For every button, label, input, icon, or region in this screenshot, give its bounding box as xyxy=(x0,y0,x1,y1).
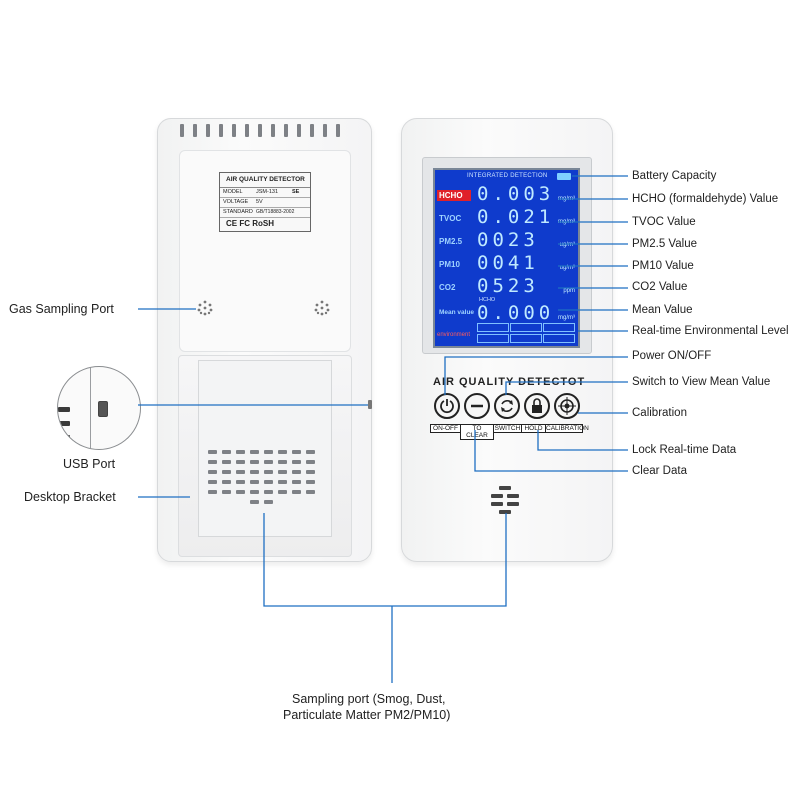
label-desktop-bracket: Desktop Bracket xyxy=(24,490,116,504)
lcd-header: INTEGRATED DETECTION xyxy=(467,173,548,179)
lcd-row-value: 0.000 xyxy=(477,302,555,324)
label-hcho-value: HCHO (formaldehyde) Value xyxy=(632,193,779,205)
minus-icon xyxy=(471,404,483,408)
gas-port-left xyxy=(196,299,214,317)
label-clear: Clear Data xyxy=(632,465,687,477)
lcd-row-name: PM2.5 xyxy=(439,237,463,246)
label-sampling-port-line1: Sampling port (Smog, Dust, xyxy=(292,692,446,706)
lock-icon xyxy=(532,398,542,413)
lcd-row-unit: mg/m³ xyxy=(558,315,575,321)
nameplate: AIR QUALITY DETECTOR MODEL JSM-131 SE VO… xyxy=(219,172,311,232)
lcd-row-value: 0523 xyxy=(477,275,539,297)
calibration-button[interactable] xyxy=(554,393,580,419)
lcd-row-unit: ug/m³ xyxy=(559,265,575,271)
label-switch-mean: Switch to View Mean Value xyxy=(632,376,771,388)
lcd-row-value: 0.003 xyxy=(477,183,555,205)
usb-port-marker xyxy=(368,400,372,409)
lcd-row-value: 0023 xyxy=(477,229,539,251)
lcd-row-name: PM10 xyxy=(439,260,460,269)
label-mean-value: Mean Value xyxy=(632,304,693,316)
lcd-screen: INTEGRATED DETECTION HCHO 0.003 mg/m³ TV… xyxy=(433,168,580,348)
nameplate-row-value: 5V xyxy=(256,199,263,205)
lcd-row-name: CO2 xyxy=(439,283,456,292)
lcd-row-unit: ppm xyxy=(563,288,575,294)
label-usb-port: USB Port xyxy=(63,457,116,471)
nameplate-title: AIR QUALITY DETECTOR xyxy=(226,176,305,183)
gas-port-right xyxy=(313,299,331,317)
front-sampling-vent xyxy=(489,486,521,516)
label-lock: Lock Real-time Data xyxy=(632,444,737,456)
clear-button[interactable] xyxy=(464,393,490,419)
nameplate-row-key: STANDARD xyxy=(223,209,253,215)
back-bottom-vent xyxy=(208,450,320,515)
hold-button[interactable] xyxy=(524,393,550,419)
switch-icon xyxy=(501,399,513,413)
lcd-row-value: 0.021 xyxy=(477,206,555,228)
label-co2-value: CO2 Value xyxy=(632,281,688,293)
usb-port-icon xyxy=(98,401,108,417)
power-icon xyxy=(440,399,454,414)
lcd-row-pm10: PM10 0041 ug/m³ xyxy=(435,253,578,273)
certification-marks: CE FC RoSH xyxy=(226,219,274,228)
label-gas-sampling-port: Gas Sampling Port xyxy=(9,302,114,316)
lcd-row-unit: ug/m³ xyxy=(559,242,575,248)
usb-zoom-circle xyxy=(57,366,141,450)
power-button[interactable] xyxy=(434,393,460,419)
lcd-name-highlight xyxy=(437,190,471,201)
switch-button[interactable] xyxy=(494,393,520,419)
back-top-vent xyxy=(180,124,350,140)
lcd-mean-sub: HCHO xyxy=(479,297,496,303)
nameplate-row-value: GB/T18883-2002 xyxy=(256,209,295,215)
battery-icon xyxy=(557,173,571,180)
button-label-clear: TO CLEAR xyxy=(460,424,494,440)
label-pm10-value: PM10 Value xyxy=(632,260,694,272)
nameplate-row-extra: SE xyxy=(292,189,300,195)
label-tvoc-value: TVOC Value xyxy=(632,216,696,228)
lcd-level-cells xyxy=(477,323,575,343)
label-realtime-level: Real-time Environmental Level xyxy=(632,325,789,337)
nameplate-row-value: JSM-131 xyxy=(256,189,279,195)
target-icon xyxy=(558,397,576,415)
button-label-calibration: CALIBRATION xyxy=(545,424,589,433)
lcd-row-pm25: PM2.5 0023 ug/m³ xyxy=(435,230,578,250)
lcd-row-value: 0041 xyxy=(477,252,539,274)
label-calibration: Calibration xyxy=(632,407,687,419)
nameplate-row-key: MODEL xyxy=(223,189,243,195)
lcd-row-mean: Mean value 0.000 mg/m³ xyxy=(435,303,578,323)
label-sampling-port-line2: Particulate Matter PM2/PM10) xyxy=(283,708,451,722)
bracket-inner-panel xyxy=(198,360,332,537)
lcd-row-name: HCHO xyxy=(439,191,463,200)
lcd-row-name: Mean value xyxy=(439,309,475,316)
label-battery-capacity: Battery Capacity xyxy=(632,170,717,182)
lcd-row-name: TVOC xyxy=(439,214,462,223)
nameplate-row-key: VOLTAGE xyxy=(223,199,249,205)
label-pm25-value: PM2.5 Value xyxy=(632,238,697,250)
lcd-row-co2: CO2 0523 ppm xyxy=(435,276,578,296)
label-power: Power ON/OFF xyxy=(632,350,712,362)
lcd-level-label: environment xyxy=(437,332,471,338)
